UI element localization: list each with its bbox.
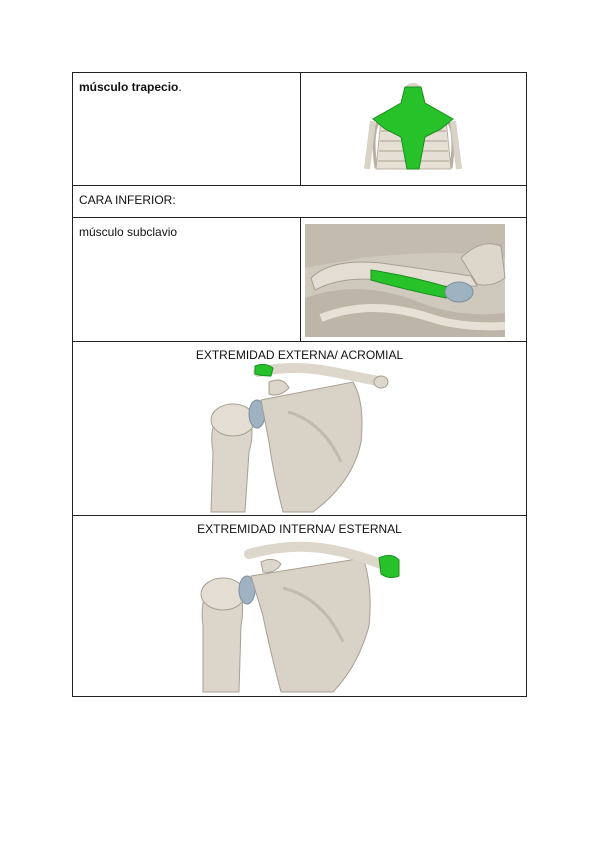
label-bold: músculo trapecio	[79, 80, 179, 94]
trapezius-illustration	[364, 83, 462, 170]
row-label: músculo trapecio.	[79, 80, 182, 94]
table-row-acromial-end: EXTREMIDAD EXTERNA/ ACROMIAL	[73, 342, 526, 516]
acromial-end-illustration	[210, 363, 389, 513]
table-row-subclavius: músculo subclavio	[73, 218, 526, 342]
sternal-end-highlight	[378, 554, 400, 579]
acromial-end-highlight	[254, 363, 274, 377]
document-table: músculo trapecio.	[72, 72, 527, 697]
row-label: músculo subclavio	[79, 225, 178, 239]
label-rest: .	[178, 80, 182, 94]
row-title: EXTREMIDAD INTERNA/ ESTERNAL	[197, 522, 402, 536]
row-title: EXTREMIDAD EXTERNA/ ACROMIAL	[195, 348, 404, 362]
trapezius-muscle	[372, 86, 454, 170]
row-label: CARA INFERIOR:	[79, 193, 176, 207]
sternal-end-illustration	[200, 541, 400, 693]
image-cell	[301, 218, 526, 341]
label-cell: músculo trapecio.	[73, 73, 301, 185]
label-cell: músculo subclavio	[73, 218, 301, 341]
table-row-trapezius: músculo trapecio.	[73, 73, 526, 186]
table-row-inferior-face: CARA INFERIOR:	[73, 186, 526, 218]
table-row-sternal-end: EXTREMIDAD INTERNA/ ESTERNAL	[73, 516, 526, 696]
subclavius-illustration	[305, 224, 506, 337]
image-cell	[301, 73, 526, 185]
